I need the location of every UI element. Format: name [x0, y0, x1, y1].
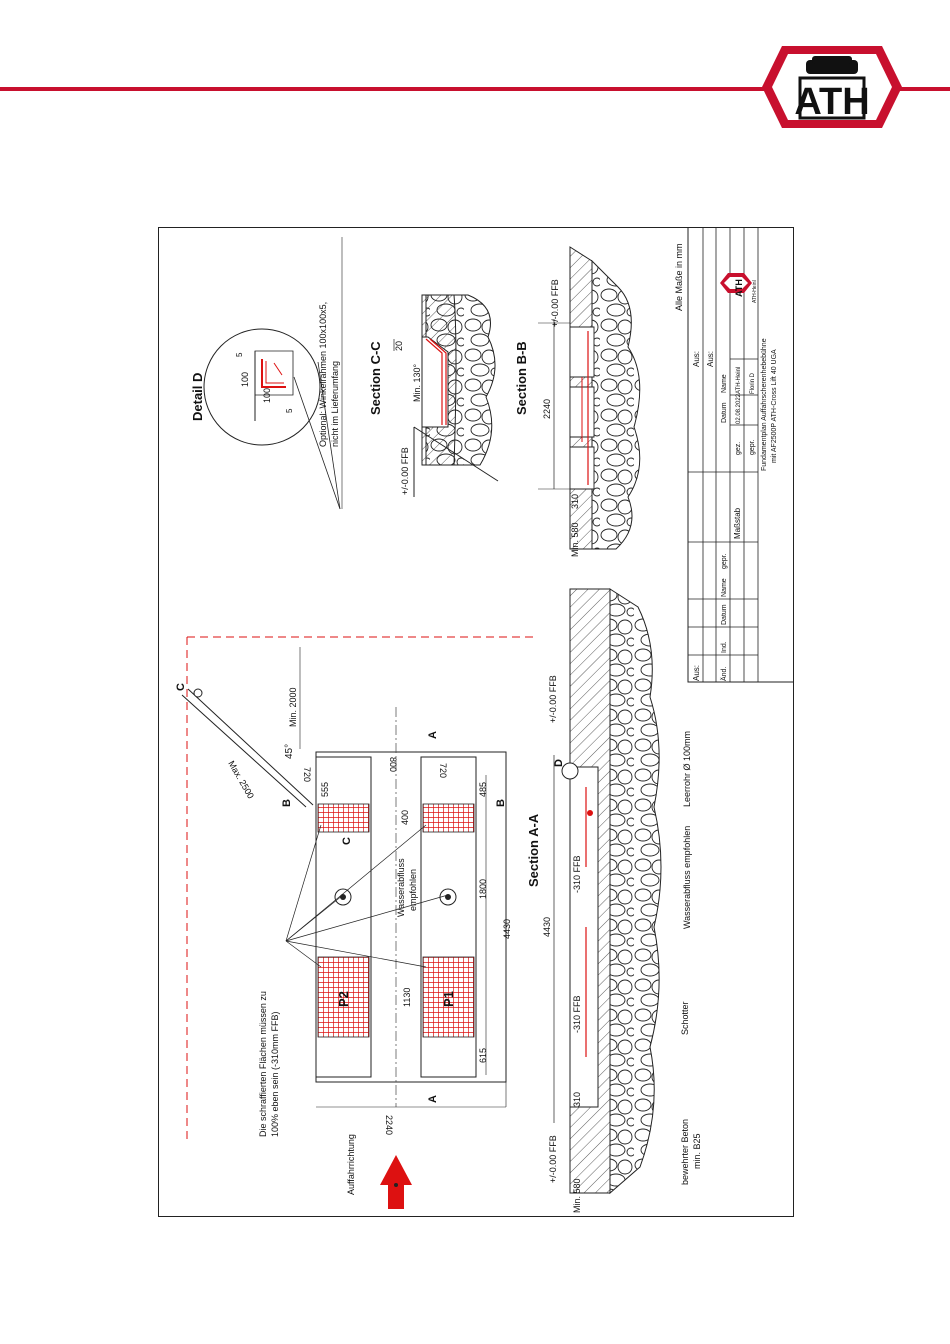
plan-dim-485: 485: [478, 782, 488, 797]
tb-aus-1: Aus:: [692, 351, 701, 367]
section-b-b-dim-2240: 2240: [542, 399, 552, 419]
auffahrrichtung-label: Auffahrrichtung: [346, 1134, 356, 1195]
plan-wasser-2: empfohlen: [408, 869, 418, 911]
section-c-c-angle: Min. 130°: [412, 363, 422, 402]
tb-rev-gepr: gepr.: [721, 553, 728, 569]
section-a-a-ffb-right: +/-0.00 FFB: [548, 675, 558, 723]
direction-arrow-icon: [380, 1155, 412, 1209]
hatched-area-a: [422, 803, 475, 833]
tb-aus-3: Aus:: [692, 665, 701, 681]
section-c-c-title: Section C-C: [368, 341, 383, 415]
plan-label-b-right: B: [495, 799, 507, 807]
tb-rev-name: Name: [721, 578, 728, 597]
section-a-a-dim-580: Min. 580: [572, 1178, 582, 1213]
plan-dim-615: 615: [478, 1048, 488, 1063]
plan-min-2000: Min. 2000: [288, 687, 298, 727]
tb-gez-date: 02.08.2022: [736, 393, 742, 424]
plan-dim-555: 555: [320, 782, 330, 797]
tb-rev-ind: Ind.: [721, 641, 728, 653]
tb-rev-aend: Änd.: [720, 667, 728, 681]
tb-gez-name: ATH-Heinl: [736, 367, 742, 394]
plan-dim-4430: 4430: [502, 919, 512, 939]
beton-label-2: min. B25: [692, 1133, 702, 1169]
section-a-a-ffb-left: +/-0.00 FFB: [548, 1135, 558, 1183]
section-b-b-ffb: +/-0.00 FFB: [550, 279, 560, 327]
plan-wasser-1: Wasserabfluss: [396, 858, 406, 917]
plan-angle-45: 45°: [284, 744, 295, 759]
winkelrahmen-note-2: nicht im Lieferumfang: [330, 361, 340, 447]
leerrohr-label: Leerrohr Ø 100mm: [682, 731, 692, 807]
hatched-area-b: [317, 803, 370, 833]
units-note: Alle Maße in mm: [674, 243, 684, 311]
plan-label-c-bottom: C: [341, 837, 353, 845]
plan-dim-720-b: 720: [438, 763, 448, 778]
plan-max-2500: Max. 2500: [226, 759, 256, 800]
sheet-frame: [158, 227, 794, 1217]
dim-100-vertical: 100: [240, 372, 250, 387]
tb-col-datum: Datum: [721, 402, 728, 423]
drawing-sheet: Detail D 100 100 5 5 Optional: Winkelrah…: [158, 227, 794, 1217]
p2-area: [317, 956, 370, 1038]
plan-dim-400: 400: [400, 810, 410, 825]
tb-aus-2: Aus:: [706, 351, 715, 367]
tb-masstab: Maßstab: [733, 507, 742, 539]
section-c-c-ffb: +/-0.00 FFB: [400, 447, 410, 495]
tb-title-2: mit AF2500P ATH-Cross Lift 40 UGA: [771, 349, 778, 463]
tb-logo-sub: ATH-Heinl: [752, 280, 758, 303]
plan-label-c-top: C: [175, 683, 187, 691]
beton-label-1: bewehrter Beton: [680, 1119, 690, 1185]
hatch-note-1: Die schraffierten Flächen müssen zu: [258, 991, 268, 1137]
section-a-a-label-d: D: [553, 759, 565, 767]
p1-area: [422, 956, 475, 1038]
tb-row-gepr: gepr.: [749, 439, 756, 455]
section-b-b-title: Section B-B: [514, 341, 529, 415]
section-b-b-dim-580: Min. 580: [570, 522, 580, 557]
header-rule-left: [0, 87, 775, 91]
winkelrahmen-note-1: Optional: Winkelrahmen 100x100x5,: [318, 302, 328, 447]
header-rule-right: [893, 87, 950, 91]
plan-dim-720-a: 720: [302, 767, 312, 782]
section-a-a-dim-310: 310: [572, 1092, 582, 1107]
schotter-label: Schotter: [680, 1001, 690, 1035]
tb-gepr-name: Florin D: [750, 372, 756, 394]
tb-row-gez: gez.: [735, 442, 742, 455]
plan-view: Die schraffierten Flächen müssen zu 100%…: [175, 636, 538, 1209]
plan-dim-1800: 1800: [478, 879, 488, 899]
plan-label-a-top: A: [427, 731, 439, 739]
section-a-a-title: Section A-A: [526, 813, 541, 887]
plan-dim-800: 800: [388, 757, 398, 772]
brand-text: ATH: [794, 81, 869, 123]
title-block: Alle Maße in mm Aus: Aus: Aus: Maßstab D…: [674, 227, 794, 683]
section-b-b-dim-310: 310: [570, 494, 580, 509]
section-c-c: Section C-C +/-0.00 FFB Min. 130° 20: [368, 294, 499, 497]
dim-5-top: 5: [235, 352, 244, 357]
tb-col-name: Name: [721, 374, 728, 393]
dim-5-bottom: 5: [285, 408, 294, 413]
plan-label-b-left: B: [281, 799, 293, 807]
tb-rev-datum: Datum: [721, 604, 728, 625]
plan-dim-1130: 1130: [402, 988, 412, 1007]
section-b-b: Section B-B +/-0.00 FFB 2240 310 Min. 58…: [514, 246, 641, 557]
tb-title-1: Fundamentplan Auffahrscherenhebebühne: [761, 338, 768, 471]
wasserabfluss-label: Wasserabfluss empfohlen: [682, 826, 692, 929]
p2-label: P2: [336, 991, 351, 1007]
section-a-a-minus310-a: -310 FFB: [572, 995, 582, 1033]
plan-label-a-bottom: A: [427, 1095, 439, 1103]
ath-logo: ATH: [762, 46, 902, 128]
dim-100-horizontal: 100: [262, 388, 272, 403]
detail-d-title: Detail D: [190, 373, 205, 421]
hatch-note-2: 100% eben sein (-310mm FFB): [270, 1011, 280, 1137]
detail-d: Detail D 100 100 5 5 Optional: Winkelrah…: [190, 237, 343, 510]
tb-logo-text: ATH: [734, 279, 744, 297]
p1-label: P1: [441, 991, 456, 1007]
section-c-c-dim-20: 20: [394, 341, 404, 351]
section-a-a-minus310-b: -310 FFB: [572, 855, 582, 893]
section-a-a-dim-4430: 4430: [542, 917, 552, 937]
plan-dim-2240: 2240: [384, 1115, 394, 1135]
section-a-a: Section A-A +/-0.00 FFB +/-0.00 FFB -310…: [526, 588, 702, 1213]
